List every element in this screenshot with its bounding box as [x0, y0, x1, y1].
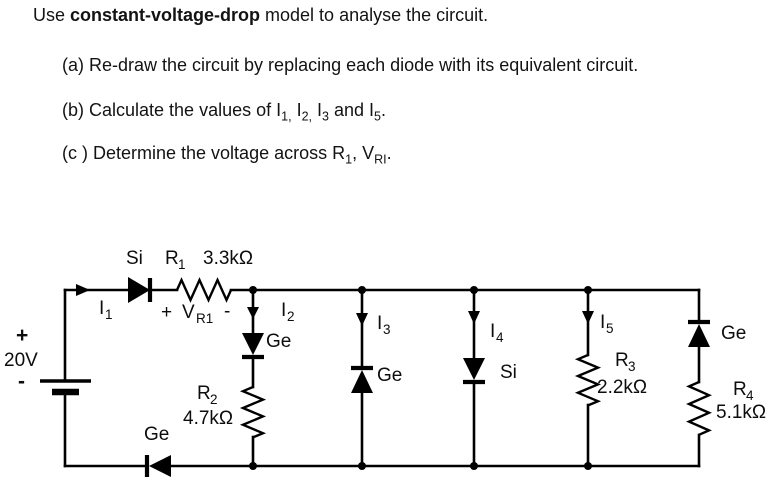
label-current-i1: I — [99, 298, 104, 319]
branch-i4 — [463, 286, 485, 470]
branch-i3 — [351, 286, 373, 470]
diode-d3-ge-icon — [351, 365, 373, 393]
label-current-i3: I — [377, 313, 382, 334]
label-d3-type: Ge — [377, 365, 402, 386]
label-r4-name: R — [733, 379, 747, 400]
label-r4-value: 5.1kΩ — [716, 402, 766, 423]
label-d2-type: Ge — [266, 331, 291, 352]
current-arrow-i5 — [582, 311, 594, 324]
label-current-i1-sub: 1 — [105, 307, 113, 322]
label-r2-sub: 2 — [210, 392, 218, 407]
diode-d6-ge-icon — [144, 455, 171, 477]
task-c-sub2: RI — [374, 152, 387, 167]
label-vr1-name: V — [182, 302, 195, 323]
label-r2-value: 4.7kΩ — [183, 408, 233, 429]
task-b-seg4: and I — [328, 100, 375, 120]
label-r3-value: 2.2kΩ — [597, 377, 647, 398]
label-vr1-plus: + — [161, 302, 172, 323]
task-b-seg2: I — [291, 100, 302, 120]
resistor-r1-icon — [175, 277, 233, 303]
label-current-i3-sub: 3 — [383, 322, 391, 337]
label-source-plus: + — [16, 324, 28, 347]
diode-d2-ge-icon — [242, 333, 264, 360]
diode-d1-si-icon — [128, 277, 153, 303]
task-b-seg5: . — [380, 100, 386, 120]
branch-right — [686, 288, 712, 468]
task-c-sub1: 1 — [345, 152, 353, 167]
current-arrow-i1 — [76, 284, 90, 296]
task-b-sub1: 1, — [281, 109, 292, 124]
label-r4-sub: 4 — [746, 388, 754, 403]
label-r2-name: R — [197, 383, 211, 404]
statement-pre: Use — [33, 5, 71, 25]
resistor-r3-icon — [574, 353, 602, 407]
label-r1-sub: 1 — [178, 257, 186, 272]
statement-post: model to analyse the circuit. — [260, 5, 489, 25]
branch-i2 — [239, 286, 267, 470]
resistor-r4-icon — [686, 380, 712, 436]
label-d4-type: Si — [500, 362, 517, 383]
current-arrow-i2 — [247, 307, 259, 319]
task-b-seg1: (b) Calculate the values of I — [62, 100, 282, 120]
current-arrow-i4 — [468, 311, 480, 324]
task-a: (a) Re-draw the circuit by replacing eac… — [62, 55, 639, 75]
label-source-voltage: 20V — [4, 350, 38, 371]
label-current-i4: I — [490, 321, 495, 342]
label-r3-name: R — [615, 350, 629, 371]
label-d5-type: Ge — [721, 323, 746, 344]
label-d1-type: Si — [126, 248, 143, 269]
label-current-i2: I — [281, 300, 286, 321]
label-current-i4-sub: 4 — [496, 330, 504, 345]
task-c-seg2: , V — [352, 143, 375, 163]
task-b-sub2: 2, — [301, 109, 313, 124]
label-current-i5-sub: 5 — [606, 321, 614, 336]
label-vr1-sub: R1 — [196, 311, 213, 326]
label-r1-value: 3.3kΩ — [203, 248, 253, 269]
task-c: (c ) Determine the voltage across R1, VR… — [62, 142, 392, 167]
task-b: (b) Calculate the values of I1, I2, I3 a… — [62, 99, 386, 124]
label-current-i5: I — [600, 312, 605, 333]
current-arrow-i3 — [356, 313, 368, 326]
voltage-source-icon — [40, 288, 91, 468]
diode-d5-ge-icon — [688, 319, 710, 347]
task-b-sub4: 5 — [374, 109, 381, 124]
label-current-i2-sub: 2 — [287, 309, 295, 324]
statement-bold-term: constant-voltage-drop — [70, 5, 261, 25]
label-r1-name: R — [165, 248, 179, 269]
problem-statement: Use constant-voltage-drop model to analy… — [33, 4, 488, 26]
branch-i5 — [574, 286, 602, 470]
task-c-seg1: (c ) Determine the voltage across R — [62, 143, 346, 163]
task-b-seg3: I — [312, 100, 323, 120]
task-b-sub3: 3 — [322, 109, 329, 124]
task-c-seg3: . — [386, 143, 392, 163]
label-source-minus: - — [18, 370, 25, 393]
label-d6-type: Ge — [144, 424, 169, 445]
label-vr1-minus: - — [224, 301, 230, 322]
label-r3-sub: 3 — [628, 359, 636, 374]
diode-d4-si-icon — [463, 358, 485, 385]
resistor-r2-icon — [239, 385, 267, 439]
